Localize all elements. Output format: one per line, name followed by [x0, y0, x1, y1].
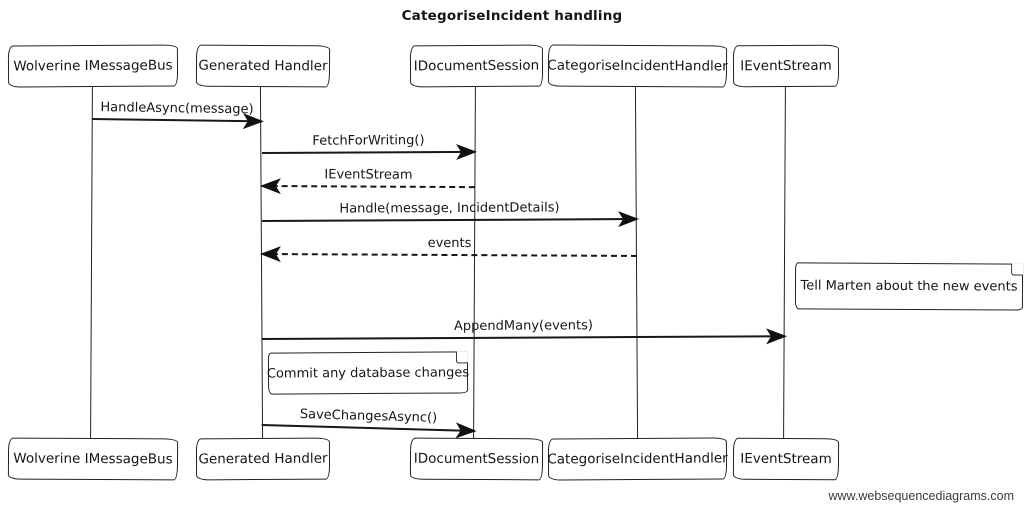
- participant-box-bottom-ieventstream: IEventStream: [732, 437, 840, 481]
- participant-box-top-wolverine-imessagebus: Wolverine IMessageBus: [7, 44, 179, 88]
- participant-label: Generated Handler: [198, 57, 328, 75]
- message-appendmany: AppendMany(events): [261, 315, 785, 340]
- message-label: IEventStream: [324, 167, 413, 183]
- participant-box-top-generated-handler: Generated Handler: [195, 44, 331, 88]
- participant-box-bottom-generated-handler: Generated Handler: [195, 437, 331, 481]
- message-label: HandleAsync(message): [100, 100, 254, 118]
- note-tell-marten: Tell Marten about the new events: [794, 262, 1024, 311]
- note-commit-changes: Commit any database changes: [266, 351, 470, 395]
- participant-label: Generated Handler: [198, 450, 328, 468]
- message-fetchforwriting: FetchForWriting(): [261, 130, 475, 154]
- participant-box-bottom-categoriseincidenthandler: CategoriseIncidentHandler: [547, 437, 728, 481]
- lifeline-categoriseincidenthandler: [634, 86, 639, 438]
- lifeline-wolverine-imessagebus: [90, 85, 93, 439]
- participant-label: Wolverine IMessageBus: [13, 57, 173, 75]
- participant-label: Wolverine IMessageBus: [13, 450, 173, 468]
- message-savechangesasync: SaveChangesAsync(): [261, 404, 476, 432]
- participant-box-top-idocumentsession: IDocumentSession: [409, 44, 544, 88]
- message-handleasync: HandleAsync(message): [91, 98, 262, 122]
- message-label: events: [427, 235, 472, 252]
- watermark: www.websequencediagrams.com: [828, 489, 1014, 503]
- participant-box-top-ieventstream: IEventStream: [732, 44, 840, 88]
- diagram-title: CategoriseIncident handling: [401, 8, 623, 24]
- participant-box-bottom-wolverine-imessagebus: Wolverine IMessageBus: [7, 437, 179, 481]
- participant-box-bottom-idocumentsession: IDocumentSession: [409, 437, 544, 481]
- participant-label: IDocumentSession: [413, 57, 540, 75]
- participant-label: CategoriseIncidentHandler: [547, 57, 728, 75]
- lifeline-ieventstream: [783, 85, 786, 439]
- message-label: FetchForWriting(): [312, 133, 425, 149]
- participant-label: CategoriseIncidentHandler: [547, 450, 728, 468]
- message-return-ieventstream: IEventStream: [262, 165, 476, 188]
- message-return-events: events: [262, 233, 638, 257]
- participant-label: IDocumentSession: [413, 450, 540, 468]
- note-label: Tell Marten about the new events: [800, 278, 1018, 295]
- message-label: SaveChangesAsync(): [299, 407, 438, 426]
- message-label: AppendMany(events): [453, 318, 593, 334]
- participant-label: IEventStream: [740, 57, 832, 75]
- message-handle-incidentdetails: Handle(message, IncidentDetails): [261, 198, 637, 222]
- message-label: Handle(message, IncidentDetails): [339, 200, 560, 217]
- participant-label: IEventStream: [740, 450, 832, 468]
- participant-box-top-categoriseincidenthandler: CategoriseIncidentHandler: [547, 44, 728, 88]
- note-label: Commit any database changes: [266, 364, 470, 382]
